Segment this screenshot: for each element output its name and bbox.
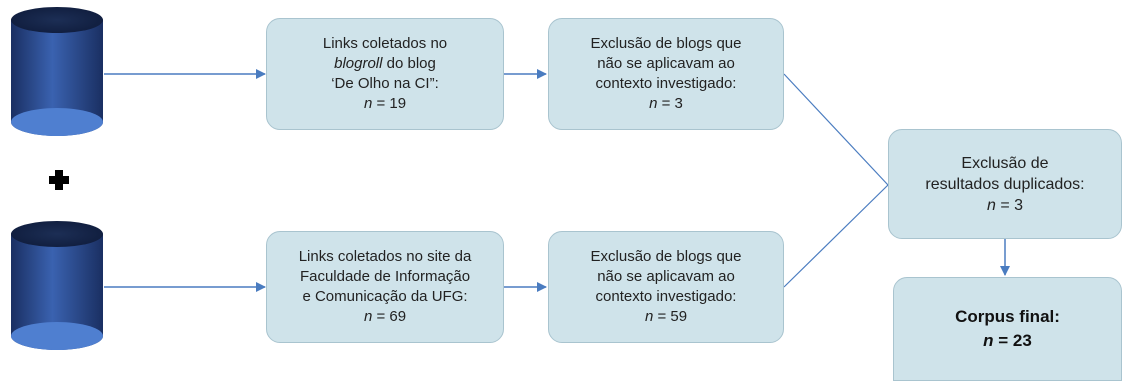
box-line: Exclusão de: [961, 154, 1049, 172]
collected-blogroll-box: Links coletados no blogroll do blog ‘De …: [266, 18, 504, 130]
n-label: n: [986, 196, 996, 214]
plus-icon: [43, 164, 75, 196]
database-icon: [11, 221, 103, 350]
box-line-rest: do blog: [382, 55, 436, 72]
n-value: = 3: [657, 95, 683, 112]
n-value: = 59: [653, 308, 688, 325]
exclusion-bottom-box: Exclusão de blogs que não se aplicavam a…: [548, 231, 784, 343]
n-label: n: [363, 308, 373, 325]
box-line: Corpus final:: [955, 307, 1060, 326]
n-value: = 69: [372, 308, 407, 325]
count-line: n = 23: [983, 329, 1032, 353]
n-label: n: [983, 331, 994, 350]
box-line: Faculdade de Informação: [299, 268, 471, 285]
box-line: Links coletados no site da: [298, 248, 472, 265]
blogroll-term: blogroll: [334, 55, 383, 72]
n-label: n: [363, 95, 373, 112]
box-line: Links coletados no: [322, 35, 448, 52]
count-line: n = 3: [649, 94, 683, 114]
collected-ufg-box: Links coletados no site da Faculdade de …: [266, 231, 504, 343]
box-line: não se aplicavam ao: [597, 55, 735, 72]
exclusion-top-box: Exclusão de blogs que não se aplicavam a…: [548, 18, 784, 130]
box-line: e Comunicação da UFG:: [302, 288, 468, 305]
box-line: Exclusão de blogs que: [590, 35, 742, 52]
line-exclusion-top-to-duplicates: [783, 73, 889, 186]
duplicates-box: Exclusão de resultados duplicados: n = 3: [888, 129, 1122, 239]
box-line: ‘De Olho na CI”:: [331, 75, 439, 92]
count-line: n = 59: [645, 307, 687, 327]
box-line: contexto investigado:: [595, 75, 737, 92]
corpus-final-box: Corpus final: n = 23: [893, 277, 1122, 381]
n-value: = 23: [993, 331, 1032, 350]
count-line: n = 69: [364, 307, 406, 327]
box-line: resultados duplicados:: [925, 175, 1085, 193]
n-label: n: [649, 95, 658, 112]
box-line: não se aplicavam ao: [597, 268, 735, 285]
line-exclusion-bottom-to-duplicates: [783, 184, 889, 288]
box-line: blogroll do blog: [334, 54, 436, 74]
database-icon: [11, 7, 103, 136]
box-line: contexto investigado:: [595, 288, 737, 305]
n-label: n: [644, 308, 654, 325]
count-line: n = 3: [987, 195, 1023, 216]
count-line: n = 19: [364, 94, 406, 114]
box-line: Exclusão de blogs que: [590, 248, 742, 265]
n-value: = 3: [995, 196, 1024, 214]
n-value: = 19: [372, 95, 407, 112]
